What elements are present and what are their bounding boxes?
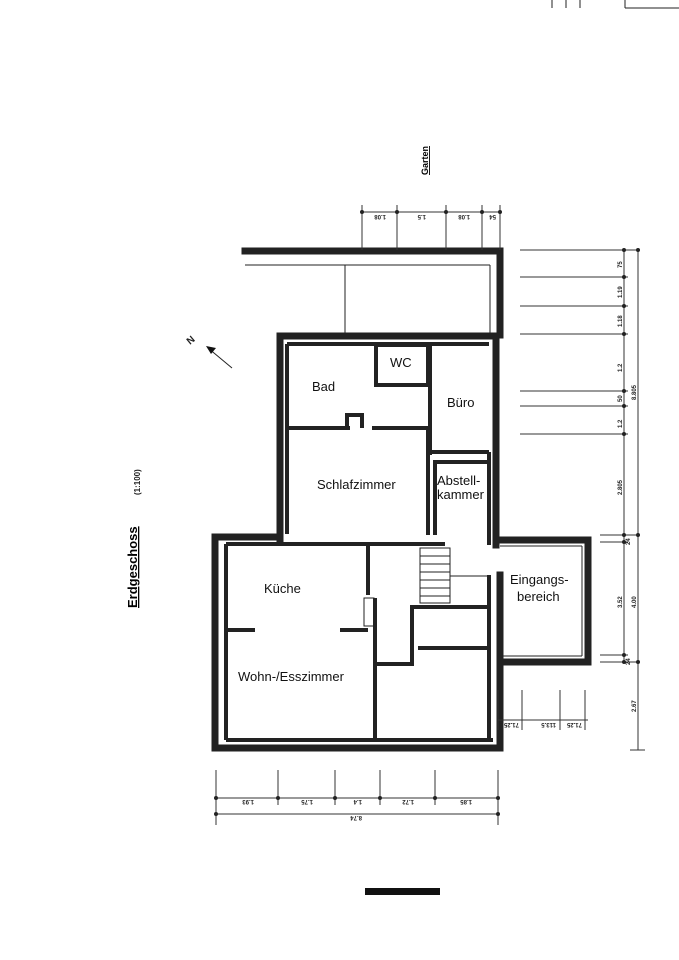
svg-text:N: N: [185, 334, 198, 347]
north-arrow-icon: N: [185, 334, 233, 369]
plan-title: Erdgeschoss: [125, 526, 140, 608]
svg-text:1.2: 1.2: [618, 363, 624, 372]
terrace: [241, 247, 504, 339]
room-label-eingang-2: bereich: [517, 589, 560, 604]
corner-marks: [551, 0, 679, 9]
svg-text:24: 24: [626, 538, 632, 545]
svg-text:2.805: 2.805: [618, 479, 624, 495]
dimension-top: 1.08 1.5 1.08 54: [360, 205, 502, 250]
svg-text:1.18: 1.18: [618, 315, 624, 327]
dimension-right: 75 1.19 1.18 1.2 50 1.2 2.805 24 3.52 24…: [520, 248, 645, 751]
street-label: [365, 888, 440, 895]
svg-text:1.93: 1.93: [242, 798, 254, 804]
dimension-entrance: 71.25 113.5 71.25: [497, 690, 588, 730]
svg-text:4.00: 4.00: [632, 596, 638, 608]
svg-text:3.52: 3.52: [618, 596, 624, 608]
svg-text:71.25: 71.25: [566, 721, 582, 727]
svg-text:8.74: 8.74: [350, 814, 362, 820]
svg-text:50: 50: [618, 395, 624, 402]
room-label-eingang-1: Eingangs-: [510, 572, 569, 587]
svg-text:1.08: 1.08: [458, 213, 470, 219]
svg-text:54: 54: [489, 213, 496, 219]
svg-text:1.4: 1.4: [353, 798, 362, 804]
upper-block-walls: [276, 332, 500, 549]
room-label-wc: WC: [390, 355, 412, 370]
room-label-schlafzimmer: Schlafzimmer: [317, 477, 396, 492]
plan-scale: (1:100): [133, 469, 142, 495]
garden-label: Garten: [420, 146, 430, 175]
svg-text:1.5: 1.5: [417, 213, 426, 219]
svg-text:1.85: 1.85: [460, 798, 472, 804]
room-label-buero: Büro: [447, 395, 474, 410]
svg-text:1.19: 1.19: [618, 286, 624, 298]
svg-text:8.805: 8.805: [632, 384, 638, 400]
svg-text:71.25: 71.25: [503, 721, 519, 727]
entrance-walls: [496, 536, 592, 666]
svg-text:24: 24: [626, 658, 632, 665]
svg-text:1.2: 1.2: [618, 419, 624, 428]
svg-text:1.72: 1.72: [402, 798, 414, 804]
svg-text:113.5: 113.5: [541, 721, 556, 727]
dimension-bottom: 1.93 1.75 1.4 1.72 1.85 8.74: [214, 770, 500, 825]
svg-text:1.75: 1.75: [301, 798, 313, 804]
room-label-abstellkammer-1: Abstell-: [437, 473, 480, 488]
staircase: [419, 547, 489, 604]
room-label-kueche: Küche: [264, 581, 301, 596]
svg-text:2.67: 2.67: [632, 700, 638, 712]
svg-text:75: 75: [618, 261, 624, 268]
svg-text:1.08: 1.08: [374, 213, 386, 219]
room-label-abstellkammer-2: kammer: [437, 487, 485, 502]
room-label-wohn-esszimmer: Wohn-/Esszimmer: [238, 669, 345, 684]
lower-block-walls: [211, 533, 504, 752]
room-label-bad: Bad: [312, 379, 335, 394]
